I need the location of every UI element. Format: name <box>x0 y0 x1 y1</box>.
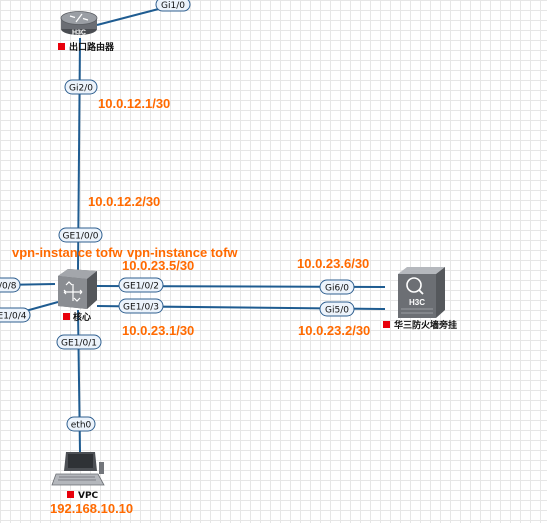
svg-text:eth0: eth0 <box>71 421 92 431</box>
port-fw-gi50[interactable]: Gi5/0 <box>319 301 355 317</box>
svg-text:GE1/0/2: GE1/0/2 <box>123 282 159 292</box>
port-core-ge104[interactable]: GE1/0/4 <box>0 307 31 323</box>
links <box>0 4 386 453</box>
svg-text:Gi6/0: Gi6/0 <box>325 284 349 294</box>
port-fw-gi60[interactable]: Gi6/0 <box>319 279 355 295</box>
ip-router-gi20: 10.0.12.1/30 <box>98 96 170 111</box>
port-router-gi10[interactable]: Gi1/0 <box>155 0 191 12</box>
firewall-node[interactable]: H3C 华三防火墙旁挂 <box>383 267 457 331</box>
svg-text:GE1/0/0: GE1/0/0 <box>63 232 99 242</box>
vpc-marker <box>67 491 74 498</box>
svg-text:Gi1/0: Gi1/0 <box>161 1 185 11</box>
firewall-name: 华三防火墙旁挂 <box>394 319 457 331</box>
ip-vpc: 192.168.10.10 <box>50 501 133 516</box>
router-brand: H3C <box>72 30 86 37</box>
firewall-brand: H3C <box>409 298 425 307</box>
ip-core-ge100: 10.0.12.2/30 <box>88 194 160 209</box>
svg-text:GE1/0/8: GE1/0/8 <box>0 282 17 292</box>
ip-labels: 10.0.12.1/30 10.0.12.2/30 vpn-instance t… <box>12 96 370 516</box>
core-node[interactable]: 核心 <box>58 269 97 323</box>
ip-fw-gi50: 10.0.23.2/30 <box>298 323 370 338</box>
router-node[interactable]: H3C 出口路由器 <box>58 11 115 54</box>
firewall-icon: H3C <box>398 267 445 318</box>
router-icon: H3C <box>60 11 98 37</box>
vpc-name: VPC <box>78 491 99 501</box>
svg-text:GE1/0/1: GE1/0/1 <box>61 339 97 349</box>
svg-text:GE1/0/4: GE1/0/4 <box>0 312 27 322</box>
port-vpc-eth0[interactable]: eth0 <box>66 416 96 432</box>
firewall-marker <box>383 321 390 328</box>
port-core-ge103[interactable]: GE1/0/3 <box>118 298 164 314</box>
port-core-ge100[interactable]: GE1/0/0 <box>58 227 103 243</box>
port-core-ge108[interactable]: GE1/0/8 <box>0 277 21 293</box>
vrf-label-left: vpn-instance tofw <box>12 245 123 260</box>
port-core-ge101[interactable]: GE1/0/1 <box>56 334 102 350</box>
svg-text:Gi2/0: Gi2/0 <box>69 84 93 94</box>
router-marker <box>58 43 65 50</box>
ip-core-ge102: 10.0.23.5/30 <box>122 258 194 273</box>
ip-core-ge103: 10.0.23.1/30 <box>122 323 194 338</box>
port-core-ge102[interactable]: GE1/0/2 <box>118 277 164 293</box>
core-marker <box>63 313 70 320</box>
vrf-label-right: vpn-instance tofw <box>127 245 238 260</box>
ip-fw-gi60: 10.0.23.6/30 <box>297 256 369 271</box>
svg-text:GE1/0/3: GE1/0/3 <box>123 303 159 313</box>
router-name: 出口路由器 <box>69 41 115 53</box>
core-name: 核心 <box>73 311 91 323</box>
computer-icon <box>51 452 105 486</box>
svg-text:Gi5/0: Gi5/0 <box>325 306 349 316</box>
switch-icon <box>58 269 97 309</box>
port-router-gi20[interactable]: Gi2/0 <box>64 79 98 95</box>
vpc-node[interactable]: VPC <box>51 452 105 501</box>
